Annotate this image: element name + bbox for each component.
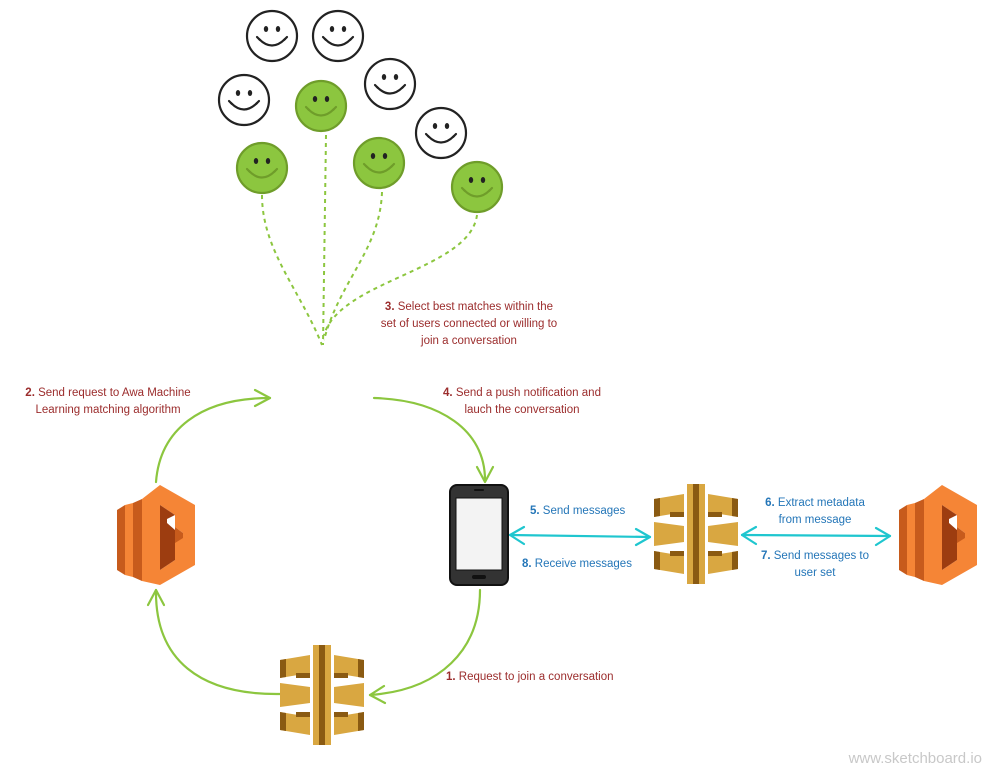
step-1-label: 1. Request to join a conversation (446, 671, 614, 683)
message-arrows (508, 525, 892, 547)
matched-user-smiley-icon (352, 136, 406, 190)
step-6-label: 6. Extract metadata from message (765, 497, 865, 526)
step-8-label: 8. Receive messages (522, 558, 632, 570)
api-gateway-messaging-icon (654, 484, 738, 584)
watermark: www.sketchboard.io (848, 750, 982, 767)
matched-user-smiley-icon (450, 160, 504, 214)
user-smiley-icon (363, 57, 417, 111)
flow-arrows (146, 388, 495, 705)
user-smiley-icon (245, 9, 299, 63)
user-smiley-icon (414, 106, 468, 160)
lambda-matching-icon (117, 485, 195, 585)
user-smiley-icon (217, 73, 271, 127)
api-gateway-join-icon (280, 645, 364, 745)
smartphone-icon (449, 484, 509, 586)
matched-user-smiley-icon (294, 79, 348, 133)
step-2-label: 2. Send request to Awa Machine Learning … (25, 387, 191, 416)
user-smiley-icon (311, 9, 365, 63)
matched-user-smiley-icon (235, 141, 289, 195)
step-5-label: 5. Send messages (530, 505, 626, 517)
step-7-label: 7. Send messages to user set (760, 550, 870, 579)
selection-lines (261, 134, 478, 346)
step-3-label: 3. Select best matches within the set of… (380, 301, 558, 347)
step-4-label: 4. Send a push notification and lauch th… (443, 387, 601, 416)
lambda-metadata-icon (899, 485, 977, 585)
